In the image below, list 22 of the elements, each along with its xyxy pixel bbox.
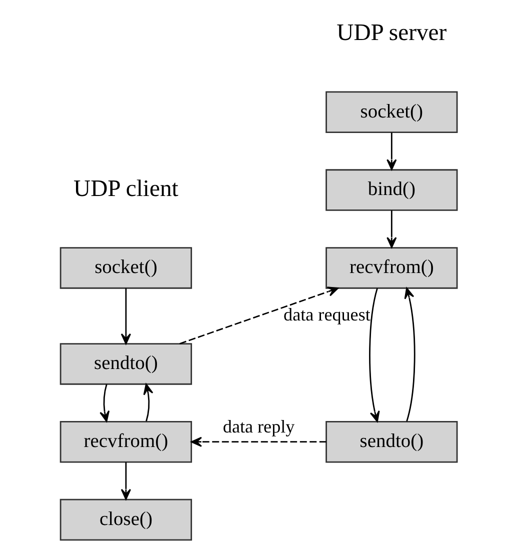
node-box: sendto() <box>59 343 192 385</box>
node-box: close() <box>59 498 192 541</box>
node-box: socket() <box>59 247 192 289</box>
node-box: recvfrom() <box>325 247 458 289</box>
label: UDP server <box>336 20 446 46</box>
node-box: socket() <box>325 91 458 134</box>
edge-label: data reply <box>222 416 294 437</box>
arrow <box>404 288 415 422</box>
edge-label: data request <box>283 304 370 325</box>
node-box: recvfrom() <box>59 420 192 463</box>
arrow <box>120 462 131 500</box>
arrow <box>386 210 396 248</box>
arrow <box>178 286 338 344</box>
arrow <box>142 384 153 422</box>
arrow <box>99 384 110 422</box>
label: UDP client <box>73 176 178 202</box>
arrow <box>120 288 131 344</box>
arrow <box>386 132 396 170</box>
node-box: bind() <box>325 169 458 211</box>
node-box: sendto() <box>325 420 458 463</box>
arrow <box>190 436 326 447</box>
arrow <box>368 288 380 422</box>
